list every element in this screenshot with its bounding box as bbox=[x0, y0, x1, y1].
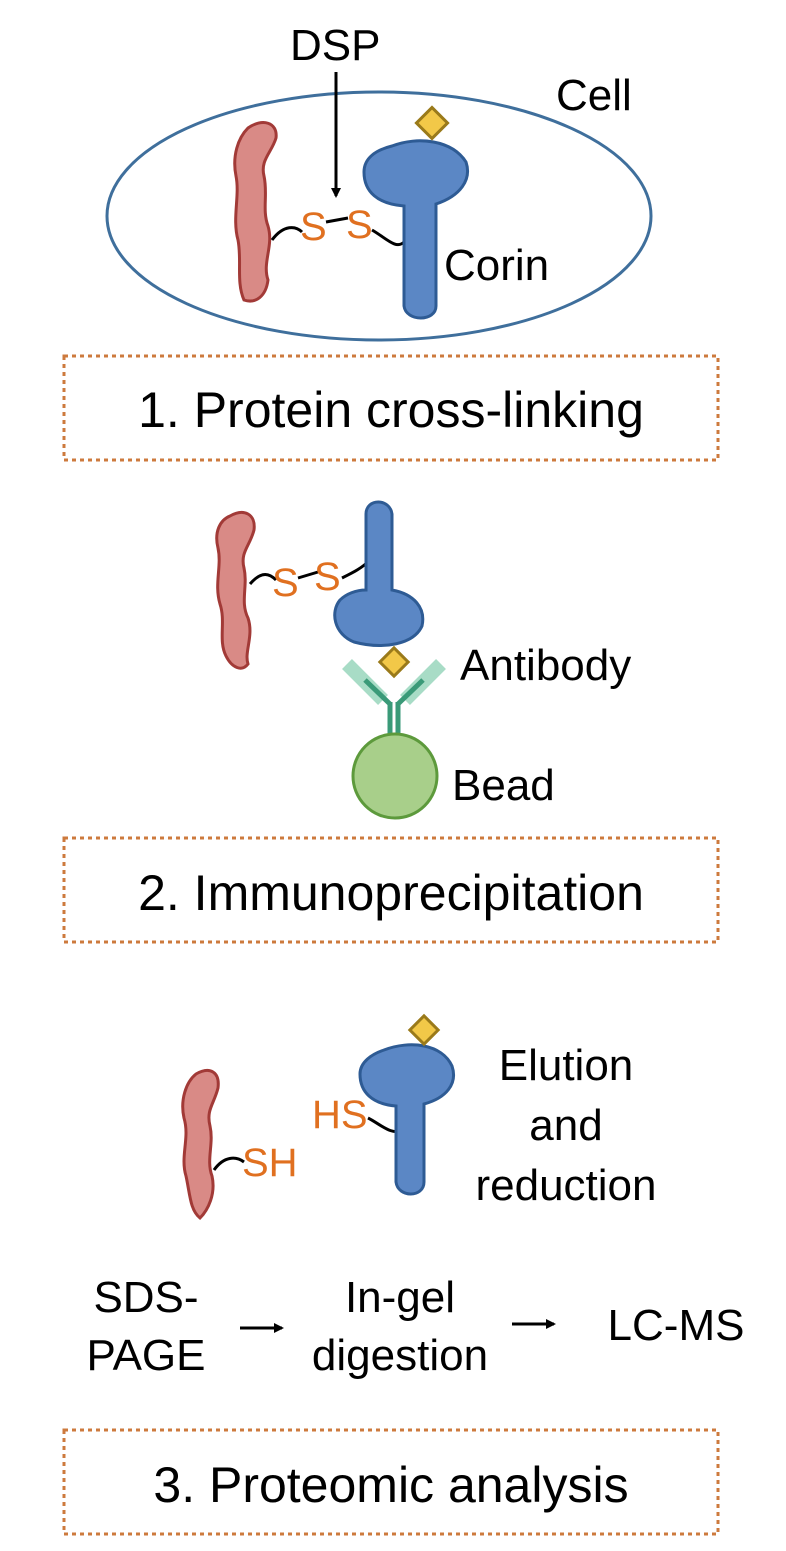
workflow-sds-line-2: PAGE bbox=[86, 1331, 205, 1380]
disulfide-bond-1 bbox=[325, 216, 349, 224]
elution-line-3: reduction bbox=[475, 1161, 656, 1210]
corin-protein-3 bbox=[358, 1043, 455, 1196]
panel-cross-linking: DSP Cell S S Corin 1. Protein cross-link… bbox=[62, 21, 720, 462]
workflow-lcms: LC-MS bbox=[608, 1301, 745, 1350]
linker-tether-1b bbox=[371, 228, 406, 247]
sulfur-right-2: S bbox=[314, 555, 341, 599]
bead bbox=[351, 732, 439, 820]
sulfur-left-1: S bbox=[300, 205, 327, 249]
sulfur-left-2: S bbox=[272, 561, 299, 605]
thiol-tether-partner bbox=[212, 1156, 245, 1171]
step2-box bbox=[62, 836, 720, 944]
partner-protein-2 bbox=[215, 511, 256, 670]
sulfur-right-1: S bbox=[346, 203, 373, 247]
linker-tether-1 bbox=[270, 226, 304, 241]
dsp-label: DSP bbox=[290, 21, 380, 70]
cell-label: Cell bbox=[556, 71, 632, 120]
panel-immunoprecipitation: S S Antibody Bead 2. Immunoprecipitation bbox=[62, 500, 720, 944]
thiol-corin-label: HS bbox=[312, 1093, 368, 1137]
antibody-label: Antibody bbox=[460, 641, 631, 690]
step3-title: 3. Proteomic analysis bbox=[153, 1457, 628, 1513]
step3-box bbox=[62, 1428, 720, 1536]
cell-membrane bbox=[105, 90, 653, 342]
workflow-sds-line-1: SDS- bbox=[93, 1273, 198, 1322]
corin-protein-2 bbox=[333, 500, 425, 647]
bead-label: Bead bbox=[452, 761, 555, 810]
tag-diamond-3 bbox=[407, 1013, 441, 1047]
tag-diamond-1 bbox=[414, 105, 450, 141]
disulfide-bond-2 bbox=[297, 570, 319, 580]
partner-protein-1 bbox=[233, 121, 278, 303]
step1-box bbox=[62, 354, 720, 462]
step1-title: 1. Protein cross-linking bbox=[138, 382, 644, 438]
panel-proteomic-analysis: SH HS Elution and reduction SDS- PAGE In… bbox=[62, 1013, 745, 1536]
corin-protein-1 bbox=[362, 139, 469, 320]
elution-line-2: and bbox=[529, 1101, 602, 1150]
partner-protein-3 bbox=[181, 1069, 220, 1221]
tag-diamond-2 bbox=[377, 645, 411, 679]
linker-tether-2 bbox=[248, 573, 278, 586]
corin-label: Corin bbox=[444, 241, 549, 290]
step2-title: 2. Immunoprecipitation bbox=[138, 865, 644, 921]
workflow-ingel-line-2: digestion bbox=[312, 1331, 488, 1380]
elution-line-1: Elution bbox=[499, 1041, 634, 1090]
thiol-partner-label: SH bbox=[242, 1141, 298, 1185]
workflow-ingel-line-1: In-gel bbox=[345, 1273, 455, 1322]
